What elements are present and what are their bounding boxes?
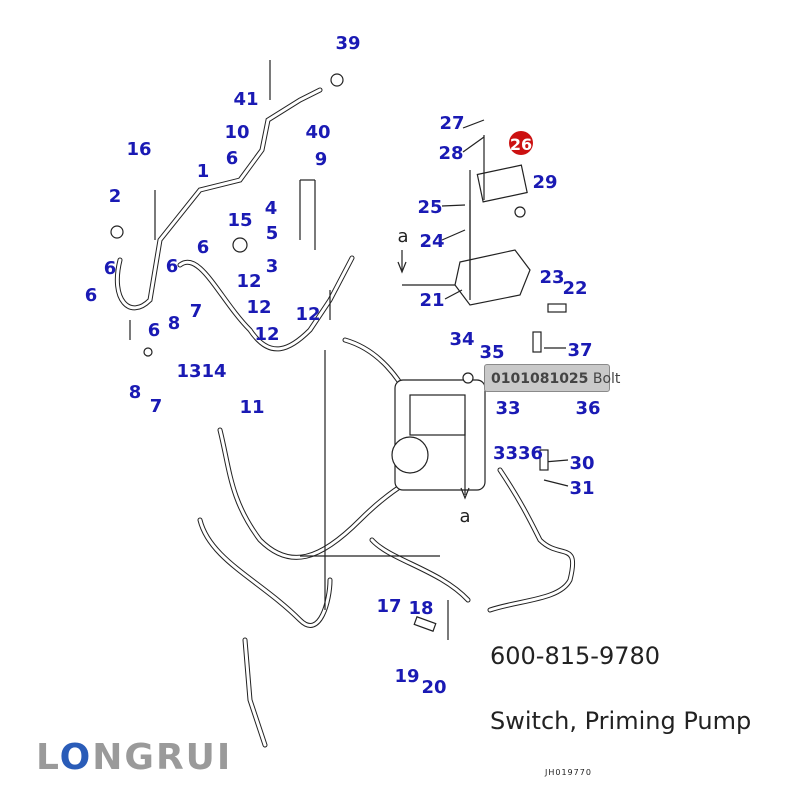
- callout-labels: 39 41 40 10 9 16 1 6 2 15 4 5 6 3 6 6 12…: [85, 33, 601, 698]
- callout[interactable]: 41: [233, 89, 258, 110]
- callout[interactable]: 40: [305, 122, 330, 143]
- callout[interactable]: 36: [575, 398, 600, 419]
- callout[interactable]: 19: [394, 666, 419, 687]
- callout-highlighted[interactable]: 26: [510, 135, 532, 154]
- callout[interactable]: 1: [197, 161, 210, 182]
- callout[interactable]: 8: [129, 382, 142, 403]
- callout[interactable]: 12: [254, 324, 279, 345]
- part-number: 600-815-9780: [490, 642, 661, 670]
- callout[interactable]: 17: [376, 596, 401, 617]
- callout[interactable]: 3: [266, 256, 279, 277]
- longrui-logo: LONGRUI: [36, 737, 233, 778]
- callout[interactable]: 27: [439, 113, 464, 134]
- callout[interactable]: 11: [239, 397, 264, 418]
- view-arrow-label: a: [397, 226, 408, 247]
- callout[interactable]: 34: [449, 329, 474, 350]
- highlight-marker[interactable]: [509, 131, 533, 155]
- callout[interactable]: 24: [419, 231, 444, 252]
- callout[interactable]: 7: [190, 301, 203, 322]
- callout[interactable]: 29: [532, 172, 557, 193]
- callout[interactable]: 4: [265, 198, 278, 219]
- callout[interactable]: 16: [126, 139, 151, 160]
- callout[interactable]: 22: [562, 278, 587, 299]
- callout[interactable]: 12: [236, 271, 261, 292]
- callout[interactable]: 9: [315, 149, 328, 170]
- callout[interactable]: 8: [168, 313, 181, 334]
- callout[interactable]: 10: [224, 122, 249, 143]
- callout[interactable]: 33: [495, 398, 520, 419]
- callout[interactable]: 18: [408, 598, 433, 619]
- callout[interactable]: 6: [85, 285, 98, 306]
- callout[interactable]: 39: [335, 33, 360, 54]
- callout[interactable]: 13: [176, 361, 201, 382]
- callout[interactable]: 25: [417, 197, 442, 218]
- callout[interactable]: 12: [295, 304, 320, 325]
- callout[interactable]: 28: [438, 143, 463, 164]
- drawing-code: JH019770: [545, 768, 592, 777]
- callout[interactable]: 35: [479, 342, 504, 363]
- callout[interactable]: 20: [421, 677, 446, 698]
- view-arrow-label: a: [459, 506, 470, 527]
- callout[interactable]: 12: [246, 297, 271, 318]
- callout[interactable]: 6: [166, 256, 179, 277]
- part-description: Switch, Priming Pump: [490, 707, 752, 735]
- callout[interactable]: 15: [227, 210, 252, 231]
- callout[interactable]: 3336: [493, 443, 543, 464]
- callout[interactable]: 6: [104, 258, 117, 279]
- callout[interactable]: 6: [226, 148, 239, 169]
- callout[interactable]: 30: [569, 453, 594, 474]
- tooltip-part-number: 0101081025: [491, 371, 589, 387]
- callout[interactable]: 14: [201, 361, 226, 382]
- diagram-drawing: [110, 60, 576, 748]
- callout[interactable]: 5: [266, 223, 279, 244]
- callout[interactable]: 21: [419, 290, 444, 311]
- callout[interactable]: 7: [150, 396, 163, 417]
- callout[interactable]: 23: [539, 267, 564, 288]
- callout[interactable]: 2: [109, 186, 122, 207]
- callout[interactable]: 37: [567, 340, 592, 361]
- tooltip-part-name: Bolt: [592, 371, 621, 387]
- callout[interactable]: 6: [148, 320, 161, 341]
- part-tooltip: 0101081025 Bolt: [484, 364, 620, 392]
- callout[interactable]: 6: [197, 237, 210, 258]
- callout[interactable]: 31: [569, 478, 594, 499]
